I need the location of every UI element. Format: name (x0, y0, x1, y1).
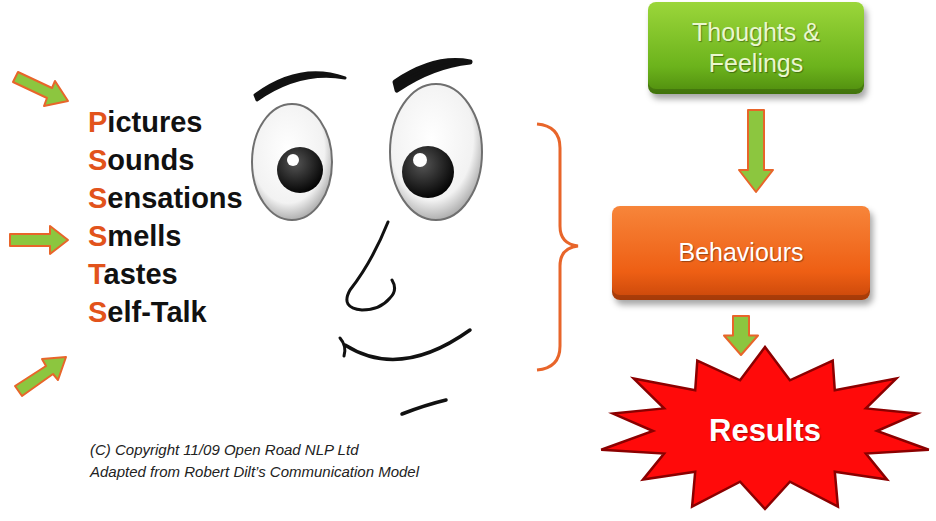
face-drawing (252, 61, 482, 414)
sense-label: Self-Talk (88, 294, 207, 330)
node-text: Behaviours (678, 237, 803, 268)
copyright-note: (C) Copyright 11/09 Open Road NLP Ltd (90, 440, 358, 460)
flow-arrow (739, 110, 773, 192)
results-burst: Results (595, 345, 935, 517)
sense-label: Pictures (88, 104, 202, 140)
input-arrows (10, 72, 68, 396)
starburst-outline (601, 347, 929, 509)
node-text: Results (709, 412, 821, 451)
sense-label: Sensations (88, 180, 243, 216)
flow-arrow (724, 316, 758, 355)
sense-label: Sounds (88, 142, 194, 178)
bracket (537, 124, 578, 370)
thoughts-box: Thoughts & Feelings (648, 2, 864, 94)
sense-label: Smells (88, 218, 182, 254)
credit-note: Adapted from Robert Dilt’s Communication… (90, 462, 419, 482)
node-text: Thoughts & Feelings (681, 17, 831, 80)
sense-label: Tastes (88, 256, 178, 292)
behaviours-box: Behaviours (612, 206, 870, 300)
